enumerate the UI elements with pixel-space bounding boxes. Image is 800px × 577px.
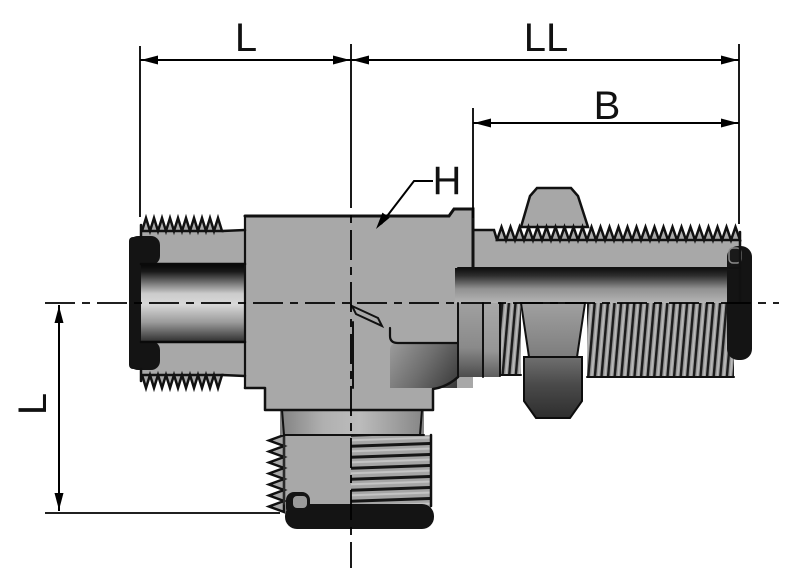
bottom-neck-edges — [281, 409, 425, 436]
bottom-port-thread-stripes — [351, 435, 431, 509]
left-port-thread-bottom — [140, 370, 224, 393]
label-dim-b: B — [594, 84, 621, 128]
arrow-ll-right — [721, 55, 738, 65]
label-dim-l-top: L — [235, 16, 257, 60]
h-leader-line — [380, 180, 433, 225]
thread-stripes-left — [500, 303, 521, 375]
arrow-b-right — [721, 118, 738, 128]
bulkhead-neck-shelf — [473, 230, 497, 240]
bulkhead-thread-teeth — [495, 223, 742, 244]
bottom-port-neck — [280, 410, 424, 435]
body-top-edge — [243, 207, 475, 270]
bulkhead-bore-band — [455, 268, 740, 303]
bottom-shoulder-block — [265, 388, 433, 410]
tee-body-lip — [449, 209, 473, 216]
arrow-b-left — [474, 118, 491, 128]
thread-stripes-right — [587, 303, 734, 377]
bulkhead-locknut-top — [519, 186, 590, 229]
left-ferrule-top-seal — [129, 236, 160, 265]
arrow-ll-left — [352, 55, 369, 65]
bottom-port-oring — [285, 504, 434, 529]
bottom-port-thread-teeth — [265, 433, 288, 514]
label-dim-l-left: L — [11, 393, 55, 415]
left-thread-root-bottom — [220, 373, 247, 378]
arrow-l-right — [333, 55, 350, 65]
bulkhead-locknut-mid — [519, 302, 587, 358]
label-dim-ll: LL — [524, 16, 569, 60]
bottom-shoulder-outline — [243, 375, 460, 412]
left-bore-edges — [139, 262, 247, 344]
dimensions — [45, 44, 740, 514]
body-internal-shaded-corner — [390, 343, 457, 388]
left-port-thread-top — [140, 213, 224, 236]
h-leader-arrow — [376, 212, 390, 229]
arrow-lv-top — [54, 306, 64, 323]
left-ferrule-bottom-seal — [129, 341, 160, 370]
thread-bottom-edges — [499, 374, 735, 378]
neck-band-b — [483, 303, 500, 377]
bulkhead-locknut-hex — [523, 356, 583, 419]
bulkhead-shelf-edge — [471, 228, 499, 242]
part-outlines — [139, 207, 742, 508]
arrow-l-left — [141, 55, 158, 65]
left-thread-root-top — [220, 228, 247, 233]
label-h: H — [433, 159, 462, 203]
neck-edges — [457, 302, 501, 378]
centerlines — [45, 178, 779, 568]
arrow-lv-bottom — [54, 493, 64, 510]
internal-corner-edge — [388, 326, 459, 345]
internal-chamfer-wedge — [349, 303, 385, 329]
neck-band-a — [458, 303, 483, 377]
bottom-seal-backup-ring — [291, 494, 309, 510]
